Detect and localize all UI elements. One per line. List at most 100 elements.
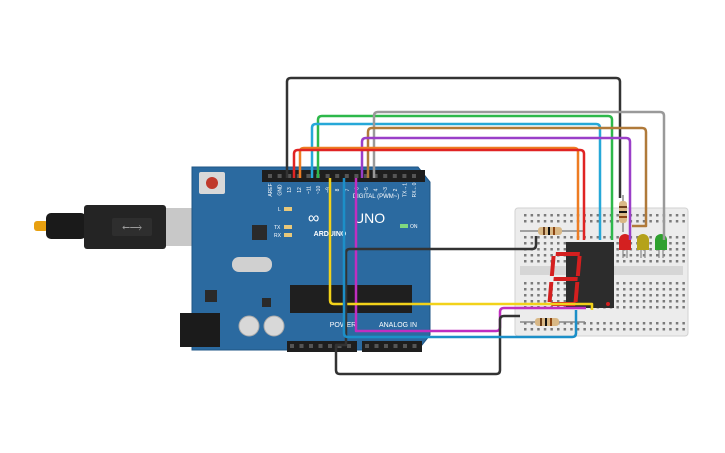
breadboard-hole[interactable] [557,282,560,285]
breadboard-hole[interactable] [524,260,527,263]
breadboard-hole[interactable] [649,288,652,291]
breadboard-hole[interactable] [682,214,685,217]
breadboard-hole[interactable] [616,300,619,303]
breadboard-hole[interactable] [629,260,633,263]
usb-cable[interactable]: ⭠⟶ [34,205,196,249]
breadboard-hole[interactable] [550,300,553,303]
breadboard-hole[interactable] [682,288,685,291]
breadboard-hole[interactable] [649,220,652,223]
breadboard-hole[interactable] [603,236,606,239]
breadboard-hole[interactable] [616,328,619,331]
breadboard-hole[interactable] [537,260,540,263]
header-pin-hole[interactable] [287,174,292,178]
breadboard-hole[interactable] [524,254,527,257]
breadboard-hole[interactable] [656,288,659,291]
breadboard-hole[interactable] [656,254,659,257]
breadboard-hole[interactable] [669,236,672,239]
breadboard-hole[interactable] [656,220,659,223]
breadboard-hole[interactable] [629,282,633,285]
breadboard-hole[interactable] [623,282,626,285]
breadboard-hole[interactable] [583,322,586,325]
breadboard-hole[interactable] [530,294,534,297]
breadboard-hole[interactable] [557,328,560,331]
breadboard-hole[interactable] [623,328,626,331]
breadboard-hole[interactable] [616,254,619,257]
breadboard-hole[interactable] [656,328,659,331]
breadboard-hole[interactable] [649,282,652,285]
breadboard-hole[interactable] [669,260,672,263]
black-wire-bottom[interactable] [334,247,520,376]
breadboard-hole[interactable] [656,294,659,297]
breadboard-hole[interactable] [530,260,534,263]
black-wire-top[interactable] [285,76,622,198]
breadboard-hole[interactable] [543,254,547,257]
black-wire-bottom-branch[interactable] [350,236,538,251]
header-pin-hole[interactable] [268,174,272,178]
breadboard-hole[interactable] [524,236,527,239]
breadboard-hole[interactable] [675,236,679,239]
breadboard-hole[interactable] [649,254,652,257]
breadboard-hole[interactable] [682,294,685,297]
breadboard-hole[interactable] [530,214,534,217]
breadboard-hole[interactable] [524,220,527,223]
breadboard-hole[interactable] [596,328,600,331]
breadboard-hole[interactable] [616,288,619,291]
breadboard-hole[interactable] [669,300,672,303]
breadboard-hole[interactable] [649,242,652,245]
breadboard-hole[interactable] [623,306,626,309]
breadboard-hole[interactable] [543,288,547,291]
header-pin-hole[interactable] [392,174,397,178]
breadboard-hole[interactable] [629,328,633,331]
breadboard-hole[interactable] [649,300,652,303]
red-wire[interactable] [292,148,586,240]
breadboard-hole[interactable] [563,214,567,217]
breadboard-hole[interactable] [675,220,679,223]
breadboard-hole[interactable] [669,294,672,297]
breadboard-hole[interactable] [609,328,613,331]
breadboard-hole[interactable] [603,328,606,331]
analog-pin-hole[interactable] [412,344,417,348]
breadboard-hole[interactable] [623,254,626,257]
breadboard-hole[interactable] [623,300,626,303]
breadboard-hole[interactable] [642,300,646,303]
breadboard-hole[interactable] [642,288,646,291]
breadboard-hole[interactable] [550,254,553,257]
breadboard-hole[interactable] [596,220,600,223]
breadboard-hole[interactable] [669,214,672,217]
analog-pin-hole[interactable] [393,344,398,348]
breadboard-hole[interactable] [642,328,646,331]
breadboard-hole[interactable] [636,294,639,297]
breadboard-hole[interactable] [524,300,527,303]
breadboard-hole[interactable] [636,214,639,217]
breadboard-hole[interactable] [590,214,593,217]
breadboard-hole[interactable] [669,288,672,291]
header-pin-hole[interactable] [402,174,407,178]
breadboard-hole[interactable] [636,282,639,285]
breadboard-hole[interactable] [563,248,567,251]
header-pin-hole[interactable] [325,174,330,178]
power-pin-hole[interactable] [290,344,294,348]
breadboard-hole[interactable] [550,242,553,245]
breadboard-hole[interactable] [642,294,646,297]
breadboard-hole[interactable] [682,282,685,285]
breadboard-hole[interactable] [563,242,567,245]
breadboard-hole[interactable] [616,306,619,309]
breadboard-hole[interactable] [590,328,593,331]
analog-pin-hole[interactable] [384,344,388,348]
breadboard-hole[interactable] [557,214,560,217]
breadboard-hole[interactable] [669,328,672,331]
breadboard-hole[interactable] [682,248,685,251]
breadboard-hole[interactable] [649,322,652,325]
breadboard-hole[interactable] [682,300,685,303]
breadboard-hole[interactable] [570,214,573,217]
yellow-wire[interactable] [328,178,594,310]
breadboard-hole[interactable] [557,220,560,223]
breadboard-hole[interactable] [537,282,540,285]
resistor-bottom[interactable] [520,318,585,326]
breadboard-hole[interactable] [530,242,534,245]
breadboard-hole[interactable] [623,294,626,297]
green-wire[interactable] [316,114,614,240]
header-pin-hole[interactable] [306,174,311,178]
breadboard-hole[interactable] [537,214,540,217]
